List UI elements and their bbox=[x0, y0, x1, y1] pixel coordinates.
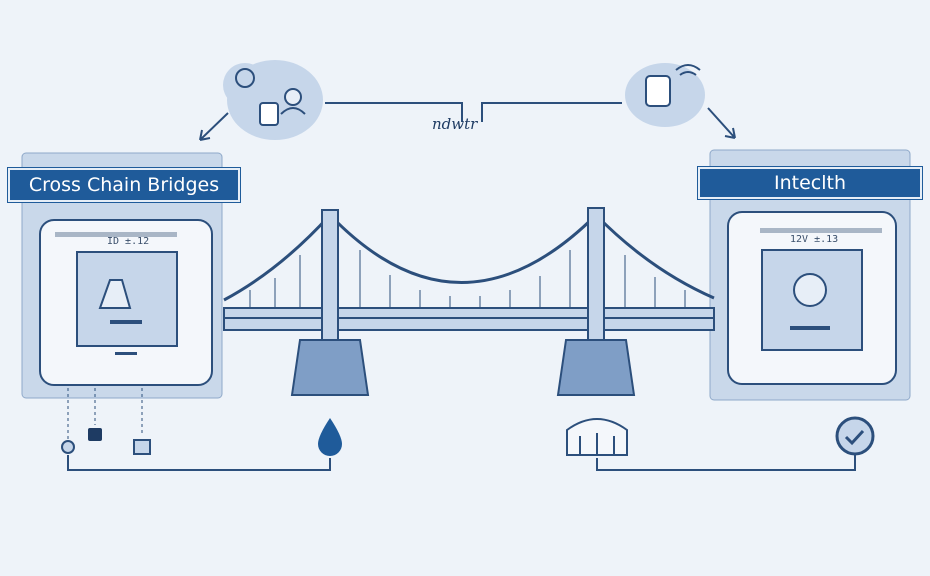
right-panel-title: Inteclth bbox=[698, 167, 922, 199]
lock-icon bbox=[88, 428, 102, 441]
temple-icon bbox=[566, 418, 628, 456]
connector-label: ndwtr bbox=[432, 115, 478, 133]
left-panel-code: ID ±.12 bbox=[107, 236, 150, 247]
arrow-right-icon bbox=[707, 107, 736, 139]
drop-icon bbox=[318, 418, 342, 456]
bottom-connectors bbox=[67, 388, 856, 471]
arrow-left-icon bbox=[199, 112, 229, 141]
right-panel bbox=[709, 149, 911, 401]
left-panel-title: Cross Chain Bridges bbox=[8, 168, 240, 202]
bag-icon bbox=[98, 279, 132, 309]
ship-icon bbox=[793, 273, 827, 307]
right-cloud-wifi-icon bbox=[625, 63, 705, 127]
node-icon bbox=[61, 440, 75, 454]
check-circle-icon bbox=[835, 416, 875, 456]
briefcase-icon bbox=[133, 439, 151, 455]
left-cloud-users-icon bbox=[223, 60, 323, 140]
left-panel bbox=[21, 152, 223, 399]
right-panel-code: 12V ±.13 bbox=[790, 234, 839, 245]
bridge bbox=[223, 207, 715, 396]
